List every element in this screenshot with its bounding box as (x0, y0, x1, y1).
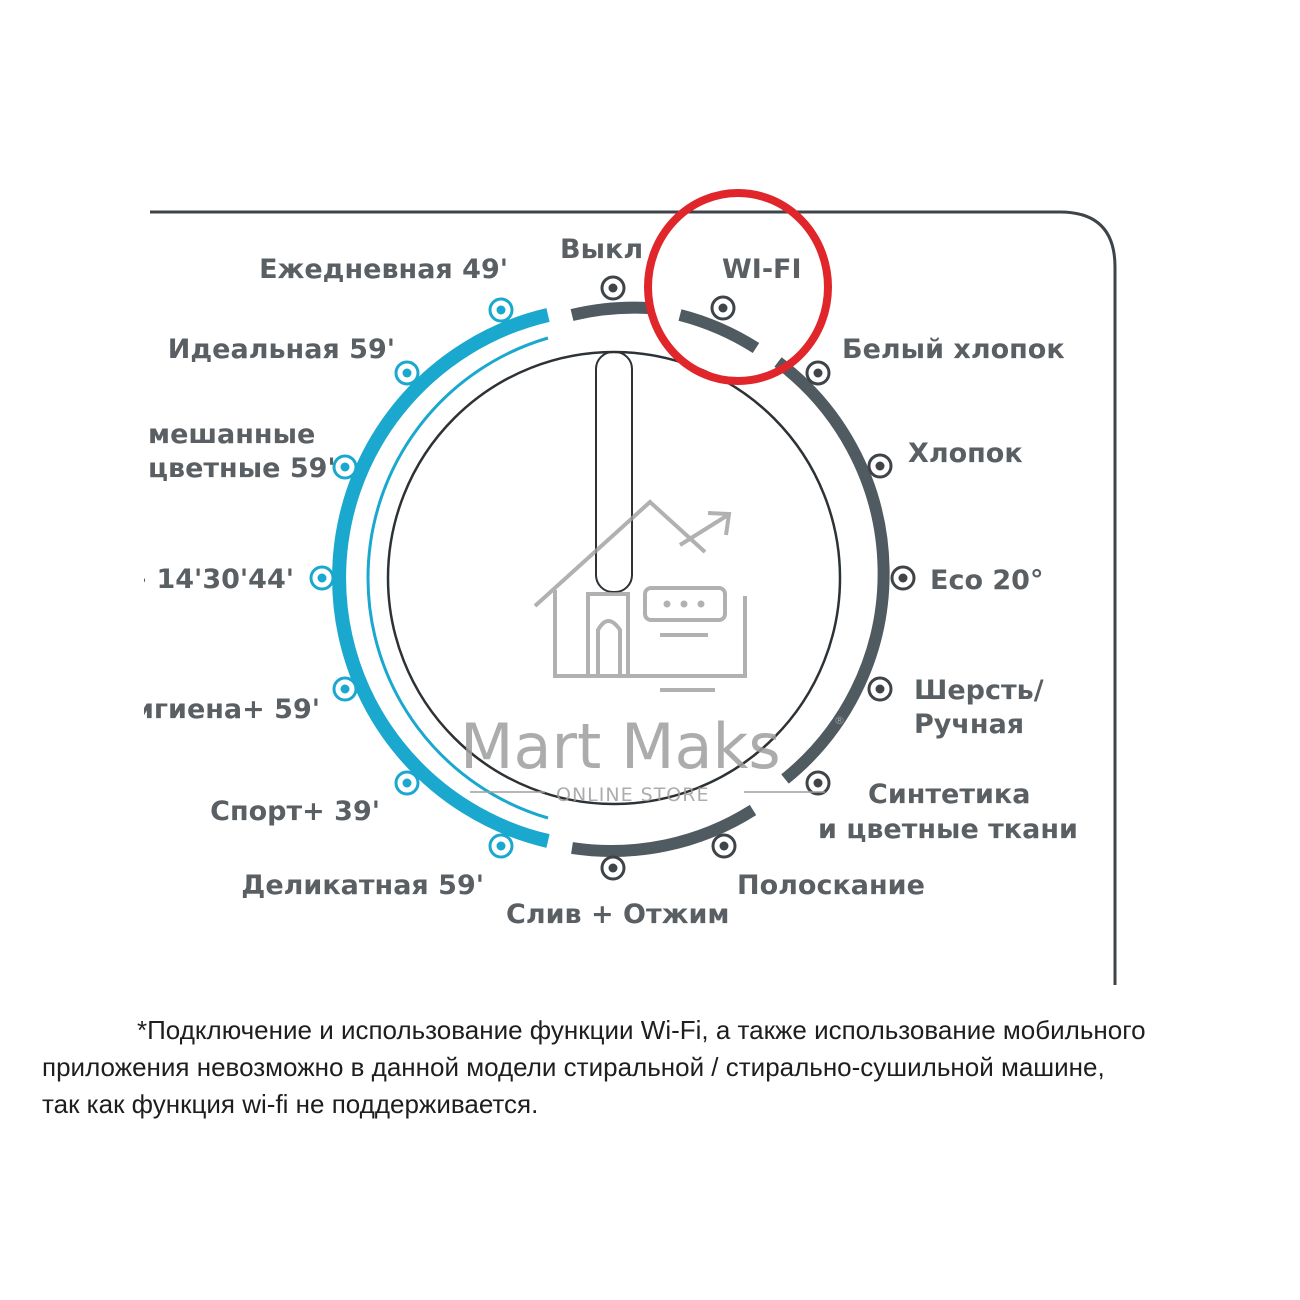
label-wool-line1: Шерсть/ (914, 675, 1044, 706)
label-wifi: WI-FI (722, 254, 802, 285)
indicator-dots (309, 275, 916, 881)
footnote-line-3: так как функция wi-fi не поддерживается. (42, 1089, 539, 1119)
label-delicate: Деликатная 59' (241, 870, 484, 901)
label-ideal: Идеальная 59' (168, 334, 395, 365)
label-cotton: Хлопок (908, 438, 1023, 469)
dot-eco (890, 565, 916, 591)
label-rinse: Полоскание (737, 870, 925, 901)
watermark-registered: ® (834, 714, 845, 727)
label-wool-line2: Ручная (914, 709, 1024, 740)
arc-wifi (678, 309, 760, 354)
dot-white-cotton (805, 360, 831, 386)
label-hygiene: Гигиена+ 59' (118, 694, 320, 725)
dot-mixed (332, 454, 358, 480)
label-off: Выкл (560, 234, 643, 265)
label-mixed-line1: мешанные (148, 419, 315, 450)
panel-outline (150, 210, 1117, 985)
dot-quick (309, 565, 335, 591)
footnote-line-2: приложения невозможно в данной модели ст… (42, 1052, 1105, 1082)
dial-knob-pointer (595, 351, 633, 593)
arc-blue-outer (332, 308, 550, 848)
dot-cotton (867, 453, 893, 479)
label-daily: Ежедневная 49' (259, 254, 508, 285)
dot-hygiene (332, 676, 358, 702)
dial-dark-arcs (570, 301, 890, 857)
label-white-cotton: Белый хлопок (842, 334, 1065, 365)
dot-wifi (710, 295, 736, 321)
label-synthetic-line1: Синтетика (868, 779, 1030, 810)
wifi-highlight-circle (644, 189, 832, 385)
label-drain-spin: Слив + Отжим (506, 899, 729, 930)
label-eco: Eco 20° (930, 565, 1043, 596)
label-synthetic-line2: и цветные ткани (818, 814, 1078, 845)
watermark-logo (533, 499, 747, 692)
label-mixed-line2: цветные 59' (148, 453, 336, 484)
watermark-dots (663, 600, 705, 608)
dot-daily (488, 297, 514, 323)
arc-off (570, 301, 649, 321)
house-icon (533, 499, 747, 692)
dot-delicate (488, 833, 514, 859)
dot-synthetic (805, 770, 831, 796)
footnote-line-1: *Подключение и использование функции Wi-… (137, 1015, 1146, 1045)
dial-blue-arcs (332, 308, 550, 848)
dot-wool (867, 676, 893, 702)
watermark-brand: Mart Maks (460, 710, 781, 783)
dot-ideal (394, 360, 420, 386)
label-sport: Спорт+ 39' (210, 796, 380, 827)
arc-blue-inner (366, 336, 549, 820)
label-quick: › 14'30'44' (136, 564, 294, 595)
dot-rinse (711, 833, 737, 859)
left-crop-mask (0, 400, 144, 740)
dot-off (600, 275, 626, 301)
dot-drain-spin (600, 855, 626, 881)
arc-right (774, 357, 890, 784)
dot-sport (394, 770, 420, 796)
arc-bottom (571, 804, 757, 857)
footnote: *Подключение и использование функции Wi-… (42, 1012, 1272, 1123)
watermark-tagline: ONLINE STORE (556, 784, 709, 806)
